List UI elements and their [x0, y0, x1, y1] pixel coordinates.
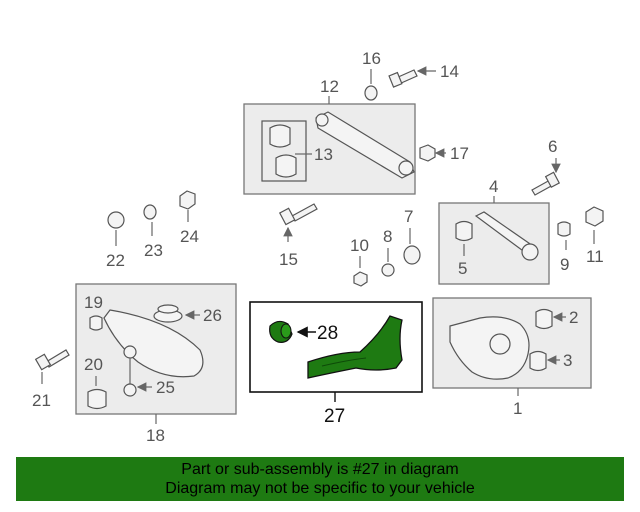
bushing-20	[87, 388, 107, 410]
nut-17	[419, 144, 436, 162]
upper-arm-link	[315, 111, 415, 179]
callout-4: 4	[489, 177, 498, 196]
callout-12: 12	[320, 77, 339, 96]
callout-13: 13	[314, 145, 333, 164]
callout-8: 8	[383, 227, 392, 246]
callout-17: 17	[450, 144, 469, 163]
callout-10: 10	[350, 236, 369, 255]
bolt-15	[291, 203, 318, 222]
lateral-link-group: 4 5	[438, 177, 550, 285]
banner-line-1: Part or sub-assembly is #27 in diagram	[181, 461, 459, 478]
callout-7: 7	[404, 207, 413, 226]
bushing-upper	[269, 124, 291, 148]
knuckle-group: 2 3 1	[432, 297, 592, 418]
callout-26: 26	[203, 306, 222, 325]
trailing-arm-group: 28 27	[249, 301, 423, 427]
bushing-3	[529, 350, 547, 372]
callout-25: 25	[156, 378, 175, 397]
washer-22	[107, 211, 125, 229]
callout-15: 15	[279, 250, 298, 269]
trailing-arm-27	[307, 315, 403, 379]
lower-arm-group: 26 19 20 25 18	[75, 283, 237, 445]
upper-arm-eye-right	[398, 160, 414, 176]
callout-1: 1	[513, 399, 522, 418]
washer-23	[143, 204, 157, 220]
washer-16	[364, 85, 378, 101]
bushing-2	[535, 308, 553, 330]
upper-arm-eye-left	[315, 113, 329, 127]
callout-9: 9	[560, 255, 569, 274]
bushing-5	[455, 220, 473, 242]
callout-20: 20	[84, 355, 103, 374]
lateral-link-box	[438, 202, 550, 285]
callout-19: 19	[84, 293, 103, 312]
callout-3: 3	[563, 351, 572, 370]
callout-23: 23	[144, 241, 163, 260]
ring-7	[403, 245, 421, 265]
stabilizer-link-top	[123, 345, 137, 359]
callout-22: 22	[106, 251, 125, 270]
callout-5: 5	[458, 259, 467, 278]
washer-8	[381, 263, 395, 277]
callout-6: 6	[548, 137, 557, 156]
callout-24: 24	[180, 227, 199, 246]
callout-11: 11	[586, 247, 604, 266]
bushing-lower	[275, 154, 297, 178]
knuckle	[449, 316, 530, 380]
bushing-9	[557, 221, 571, 237]
callout-28: 28	[317, 323, 338, 344]
nut-24	[179, 190, 196, 210]
callout-16: 16	[362, 49, 381, 68]
notice-banner: Part or sub-assembly is #27 in diagram D…	[16, 457, 624, 501]
bushing-19	[89, 315, 103, 331]
callout-14: 14	[440, 62, 459, 81]
nut-11	[585, 206, 604, 227]
callout-2: 2	[569, 308, 578, 327]
callout-27: 27	[324, 406, 345, 427]
callout-21: 21	[32, 391, 51, 410]
banner-line-2: Diagram may not be specific to your vehi…	[165, 480, 475, 497]
upper-arm-group: 12 13	[243, 77, 416, 195]
nut-10	[353, 271, 368, 287]
callout-18: 18	[146, 426, 165, 445]
